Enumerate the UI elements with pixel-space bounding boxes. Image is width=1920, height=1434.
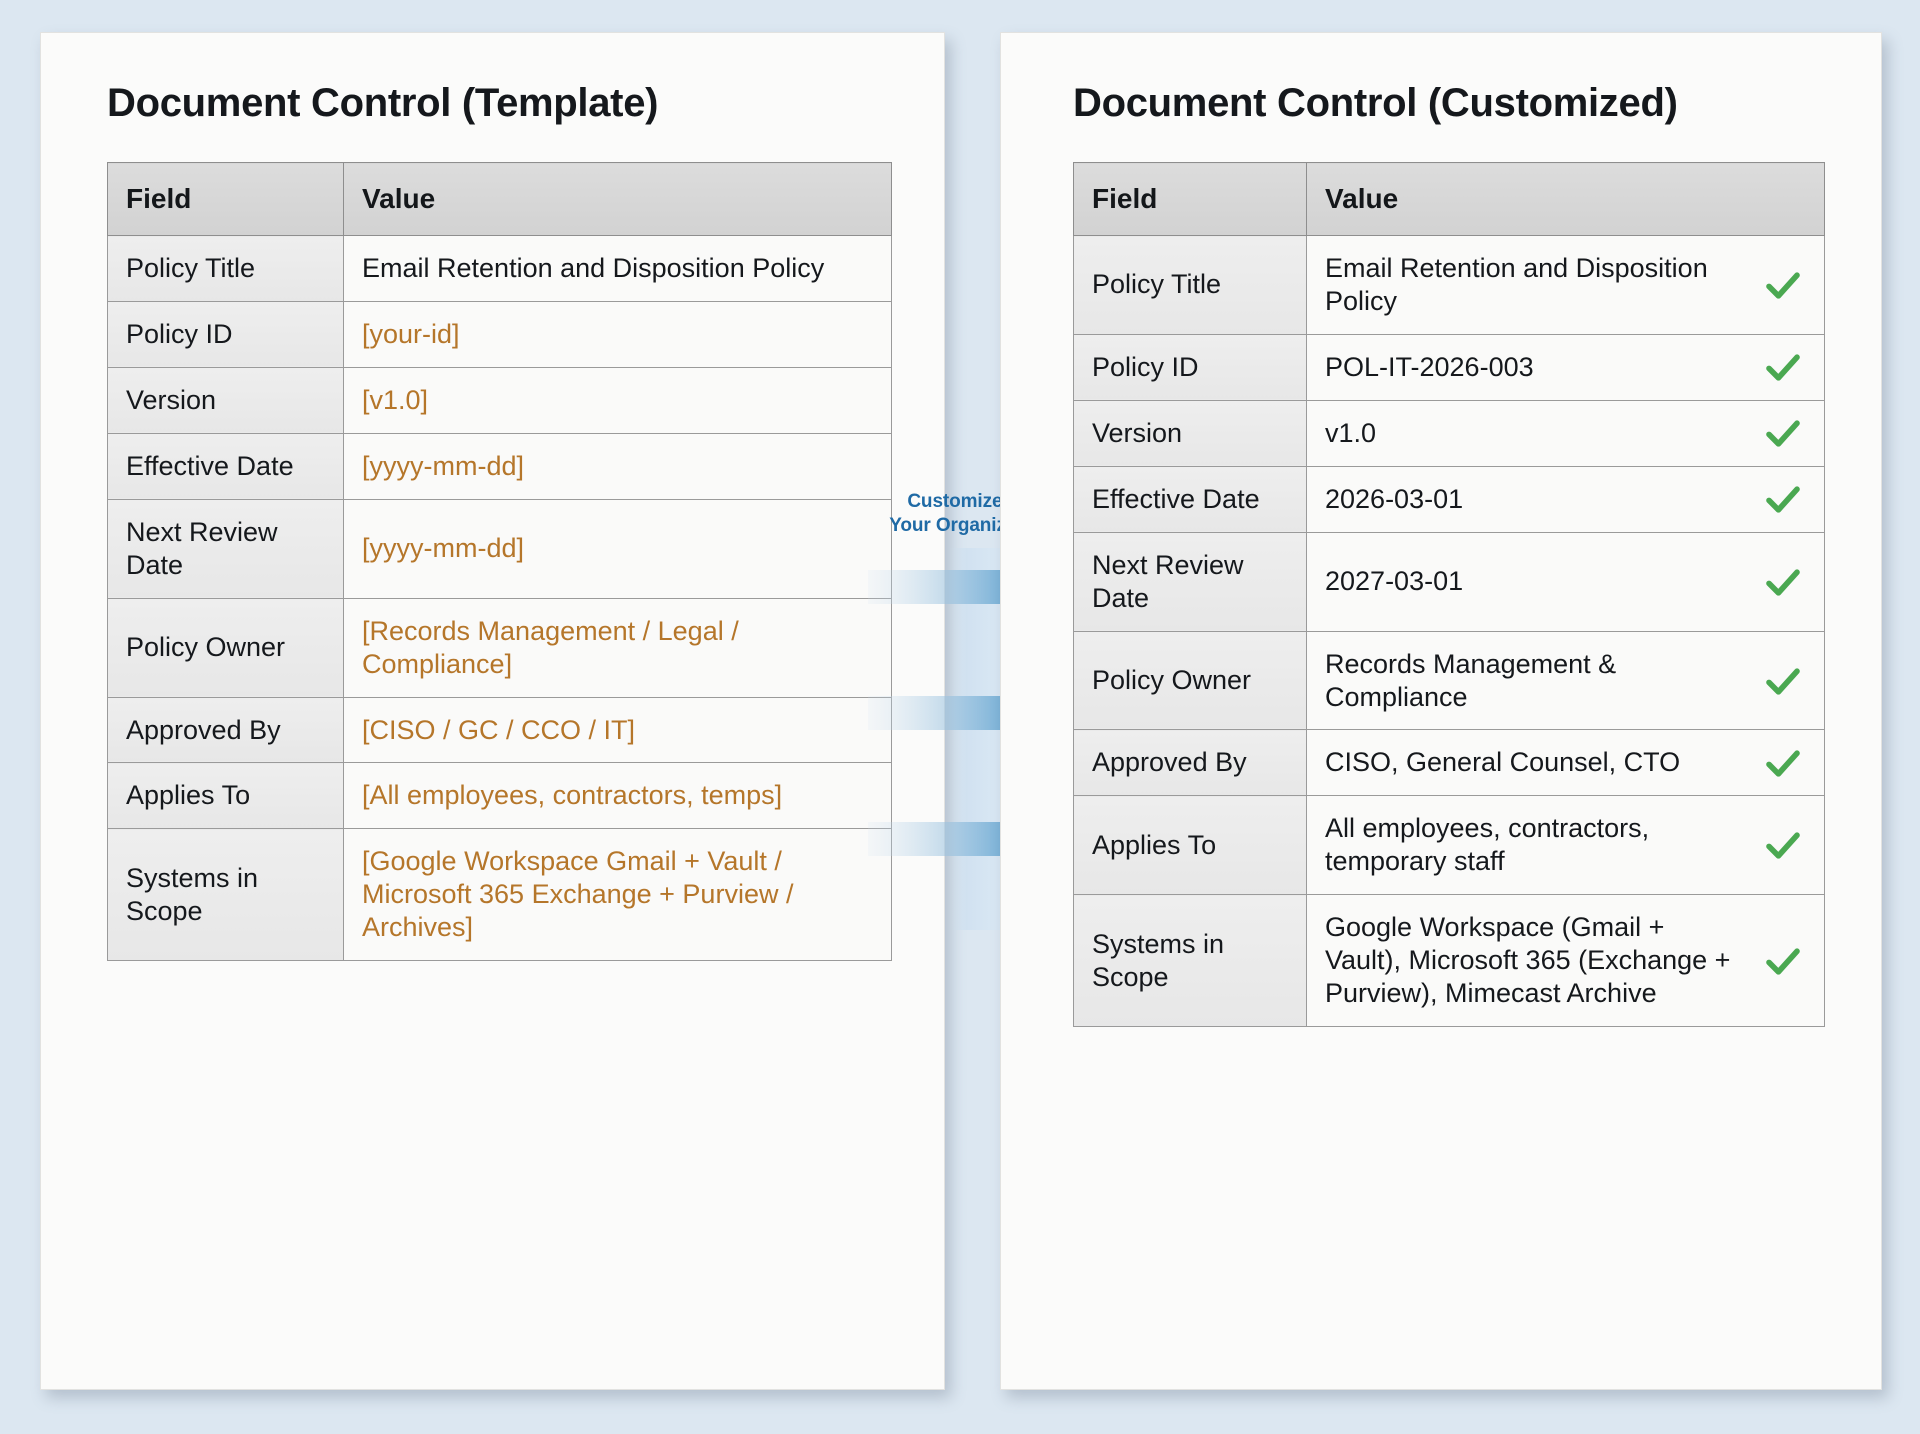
customized-card: Document Control (Customized) Field Valu… [1000,32,1882,1390]
value-text: [Records Management / Legal / Compliance… [362,615,739,679]
template-field-label: Next Review Date [107,498,344,599]
template-placeholder-value: [All employees, contractors, temps] [343,762,892,830]
customized-value: 2026-03-01 [1306,465,1763,533]
table-row: Applies To [All employees, contractors, t… [107,762,892,830]
template-panel-title: Document Control (Template) [107,81,659,125]
customized-field-label: Applies To [1073,795,1307,896]
check-icon [1762,531,1826,632]
check-icon [1762,894,1826,1028]
table-row: Policy ID [your-id] [107,300,892,368]
template-placeholder-value: [v1.0] [343,366,892,434]
template-card: Document Control (Template) Field Value … [40,32,945,1390]
template-placeholder-value: [your-id] [343,300,892,368]
template-col-value: Value [343,162,892,236]
customized-value: Email Retention and Disposition Policy [1306,235,1763,335]
template-table-header-row: Field Value [107,162,892,236]
template-field-label: Policy Owner [107,597,344,698]
template-value: Email Retention and Disposition Policy [343,235,892,302]
template-placeholder-value: [Records Management / Legal / Compliance… [343,597,892,698]
template-field-label: Version [107,366,344,434]
check-icon [1762,235,1826,335]
customized-value: CISO, General Counsel, CTO [1306,729,1763,797]
template-col-field: Field [107,162,344,236]
customized-table-header-row: Field Value [1073,162,1825,236]
table-row: Version [v1.0] [107,366,892,434]
check-icon [1762,465,1826,533]
template-field-label: Approved By [107,696,344,764]
check-icon [1762,630,1826,731]
check-icon [1762,399,1826,467]
template-placeholder-value: [CISO / GC / CCO / IT] [343,696,892,764]
value-text: [Google Workspace Gmail + Vault / Micros… [362,846,794,943]
template-field-label: Applies To [107,762,344,830]
customized-field-label: Policy Title [1073,235,1307,335]
customized-field-label: Systems in Scope [1073,894,1307,1028]
template-placeholder-value: [yyyy-mm-dd] [343,498,892,599]
value-text: [v1.0] [362,384,429,415]
template-field-label: Policy Title [107,235,344,302]
table-row: Systems in Scope[Google Workspace Gmail … [107,828,892,962]
value-text: [All employees, contractors, temps] [362,780,783,811]
table-row: Policy Owner [Records Management / Legal … [107,597,892,698]
value-text: [yyyy-mm-dd] [362,533,524,564]
table-row: Next Review Date [yyyy-mm-dd] [107,498,892,599]
template-placeholder-value: [Google Workspace Gmail + Vault / Micros… [343,828,892,962]
template-placeholder-value: [yyyy-mm-dd] [343,432,892,500]
customized-value: 2027-03-01 [1306,531,1763,632]
customized-value: All employees, contractors, temporary st… [1306,795,1763,896]
template-table: Field Value Policy Title Email Retention … [107,162,892,962]
customized-value: POL-IT-2026-003 [1306,333,1763,401]
value-text: [CISO / GC / CCO / IT] [362,714,636,745]
table-row: Policy Title Email Retention and Disposit… [107,235,892,302]
customized-field-label: Approved By [1073,729,1307,797]
customized-field-label: Policy ID [1073,333,1307,401]
customized-field-label: Next Review Date [1073,531,1307,632]
customized-value: v1.0 [1306,399,1763,467]
template-field-label: Systems in Scope [107,828,344,962]
customized-field-label: Effective Date [1073,465,1307,533]
value-text: [yyyy-mm-dd] [362,450,524,481]
customized-col-value: Value [1306,162,1825,236]
customized-field-label: Version [1073,399,1307,467]
check-icon [1762,795,1826,896]
customized-col-field: Field [1073,162,1307,236]
value-text: [your-id] [362,318,460,349]
table-row: Approved By [CISO / GC / CCO / IT] [107,696,892,764]
template-field-label: Policy ID [107,300,344,368]
value-text: Email Retention and Disposition Policy [362,253,825,283]
check-icon [1762,729,1826,797]
customized-value: Google Workspace (Gmail + Vault), Micros… [1306,894,1763,1028]
table-row: Effective Date [yyyy-mm-dd] [107,432,892,500]
customized-value: Records Management & Compliance [1306,630,1763,731]
customized-panel-title: Document Control (Customized) [1073,81,1678,125]
check-icon [1762,333,1826,401]
template-field-label: Effective Date [107,432,344,500]
customized-field-label: Policy Owner [1073,630,1307,731]
